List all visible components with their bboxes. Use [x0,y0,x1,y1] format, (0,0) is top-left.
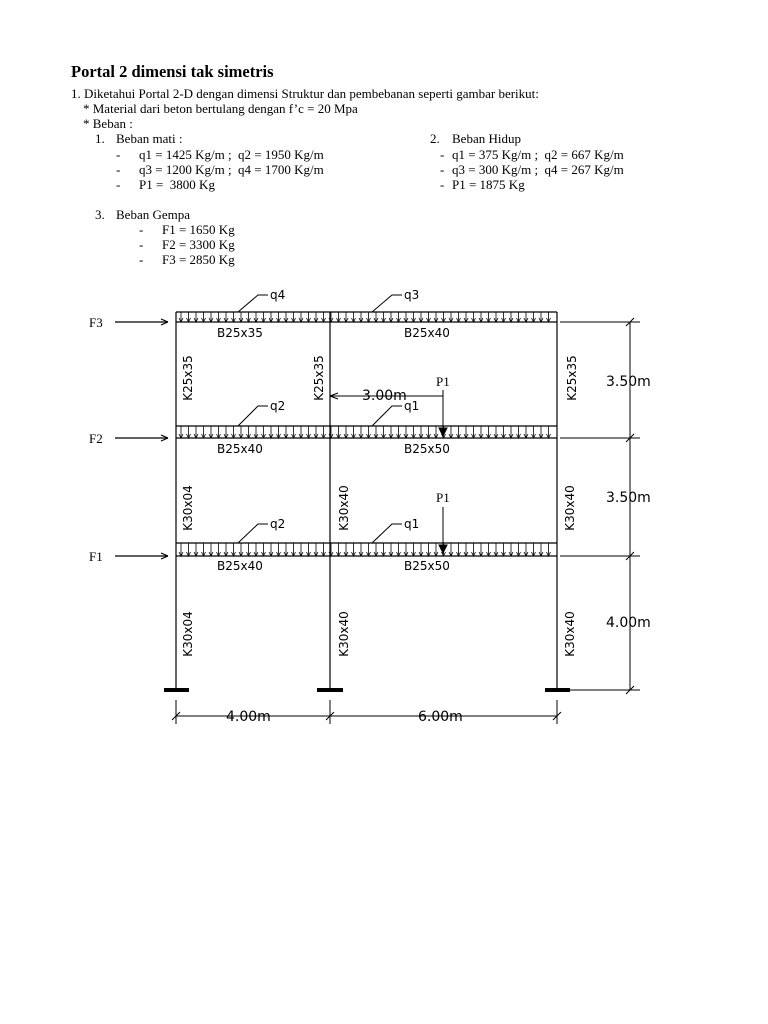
live-load-number: 2. [430,131,440,146]
column-label-upper-mid: K25x35 [312,355,326,401]
distributed-load-arrows [178,312,551,557]
load-label-q1-bot: q1 [404,517,419,531]
quake-dash: - [139,237,144,252]
live-load-item: q1 = 375 Kg/m ; q2 = 667 Kg/m [452,147,624,162]
offset-dim-arrow [329,392,339,400]
vertical-dimensions [560,317,640,695]
quake-dash: - [139,222,144,237]
load-label-q3: q3 [404,288,419,302]
horizontal-dimensions [171,700,562,724]
leader-q2-mid [237,405,268,427]
dead-dash: - [116,147,121,162]
dead-dash: - [116,177,121,192]
live-load-heading: Beban Hidup [452,131,521,146]
load-leaders [237,294,402,544]
dim-label-story-top: 3.50m [606,374,651,390]
arrow-f2-head [160,434,169,442]
force-label-f2: F2 [89,431,103,446]
beam-label-top-left: B25x35 [217,326,263,340]
point-load-p1-bot-head [438,544,448,555]
load-label-q1-mid: q1 [404,399,419,413]
live-dash: - [440,162,445,177]
dead-load-item: q3 = 1200 Kg/m ; q4 = 1700 Kg/m [139,162,324,177]
column-label-lower-left: K30x04 [181,611,195,657]
column-label-upper-right: K25x35 [565,355,579,401]
beam-label-bot-left: B25x40 [217,559,263,573]
dead-load-item: q1 = 1425 Kg/m ; q2 = 1950 Kg/m [139,147,324,162]
live-load-item: q3 = 300 Kg/m ; q4 = 267 Kg/m [452,162,624,177]
arrow-f1-head [160,552,169,560]
point-loads [438,390,448,555]
beban-label: * Beban : [83,116,133,131]
dead-load-item: P1 = 3800 Kg [139,177,215,192]
beam-label-top-right: B25x40 [404,326,450,340]
force-label-f1: F1 [89,549,103,564]
column-label-lower-right: K30x40 [563,611,577,657]
live-load-item: P1 = 1875 Kg [452,177,525,192]
leader-q1-bot [371,523,402,544]
quake-load-number: 3. [95,207,105,222]
point-load-label-mid: P1 [436,374,450,389]
force-label-f3: F3 [89,315,103,330]
column-label-upper-left: K25x35 [181,355,195,401]
leader-q3 [371,294,402,313]
quake-load-item: F3 = 2850 Kg [162,252,235,267]
dim-label-offset: 3.00m [362,388,407,404]
lateral-force-arrows [115,318,169,560]
live-dash: - [440,177,445,192]
material-text: * Material dari beton bertulang dengan f… [83,101,358,116]
leader-q4 [237,294,268,313]
column-label-lower-mid: K30x40 [337,611,351,657]
page-title: Portal 2 dimensi tak simetris [71,62,274,81]
dim-label-story-middle: 3.50m [606,490,651,506]
intro-text: 1. Diketahui Portal 2-D dengan dimensi S… [71,86,539,101]
dead-dash: - [116,162,121,177]
beam-lines [176,311,557,557]
beam-label-bot-right: B25x50 [404,559,450,573]
quake-dash: - [139,252,144,267]
leader-q2-bot [237,523,268,544]
dim-label-span-right: 6.00m [418,709,463,725]
column-label-middle-left: K30x04 [181,485,195,531]
live-dash: - [440,147,445,162]
dim-ticks-h [171,711,562,721]
point-load-label-bot: P1 [436,490,450,505]
leader-q1-mid [371,405,402,427]
column-label-middle-right: K30x40 [563,485,577,531]
column-lines [175,312,558,690]
quake-load-heading: Beban Gempa [116,207,191,222]
dead-load-heading: Beban mati : [116,131,183,146]
load-label-q2-bot: q2 [270,517,285,531]
load-label-q4: q4 [270,288,285,302]
dim-ticks [625,317,635,695]
offset-dimension [329,392,443,400]
dead-load-number: 1. [95,131,105,146]
dim-label-story-bottom: 4.00m [606,615,651,631]
column-label-middle-mid: K30x40 [337,485,351,531]
beam-label-mid-left: B25x40 [217,442,263,456]
dim-label-span-left: 4.00m [226,709,271,725]
arrow-f3-head [160,318,169,326]
quake-load-item: F1 = 1650 Kg [162,222,235,237]
load-label-q2-mid: q2 [270,399,285,413]
quake-load-item: F2 = 3300 Kg [162,237,235,252]
point-load-p1-mid-head [438,427,448,438]
beam-label-mid-right: B25x50 [404,442,450,456]
